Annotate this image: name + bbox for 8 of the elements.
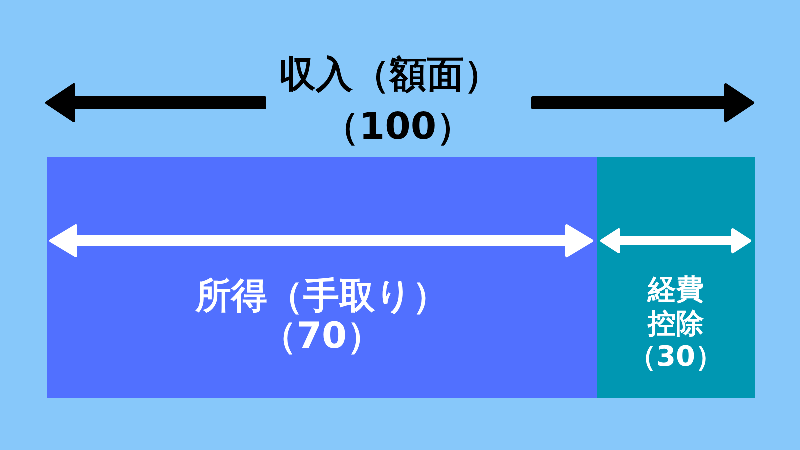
segment-label: 所得（手取り） xyxy=(196,278,448,316)
bar-segment xyxy=(597,157,755,398)
bar-segment xyxy=(47,157,597,398)
segment-value: （70） xyxy=(260,318,384,356)
segment-label: 経費控除 xyxy=(646,273,705,341)
segment-value: （30） xyxy=(628,340,724,374)
dimension-label: （100） xyxy=(322,105,474,148)
dimension-label: 収入（額面） xyxy=(279,53,501,96)
